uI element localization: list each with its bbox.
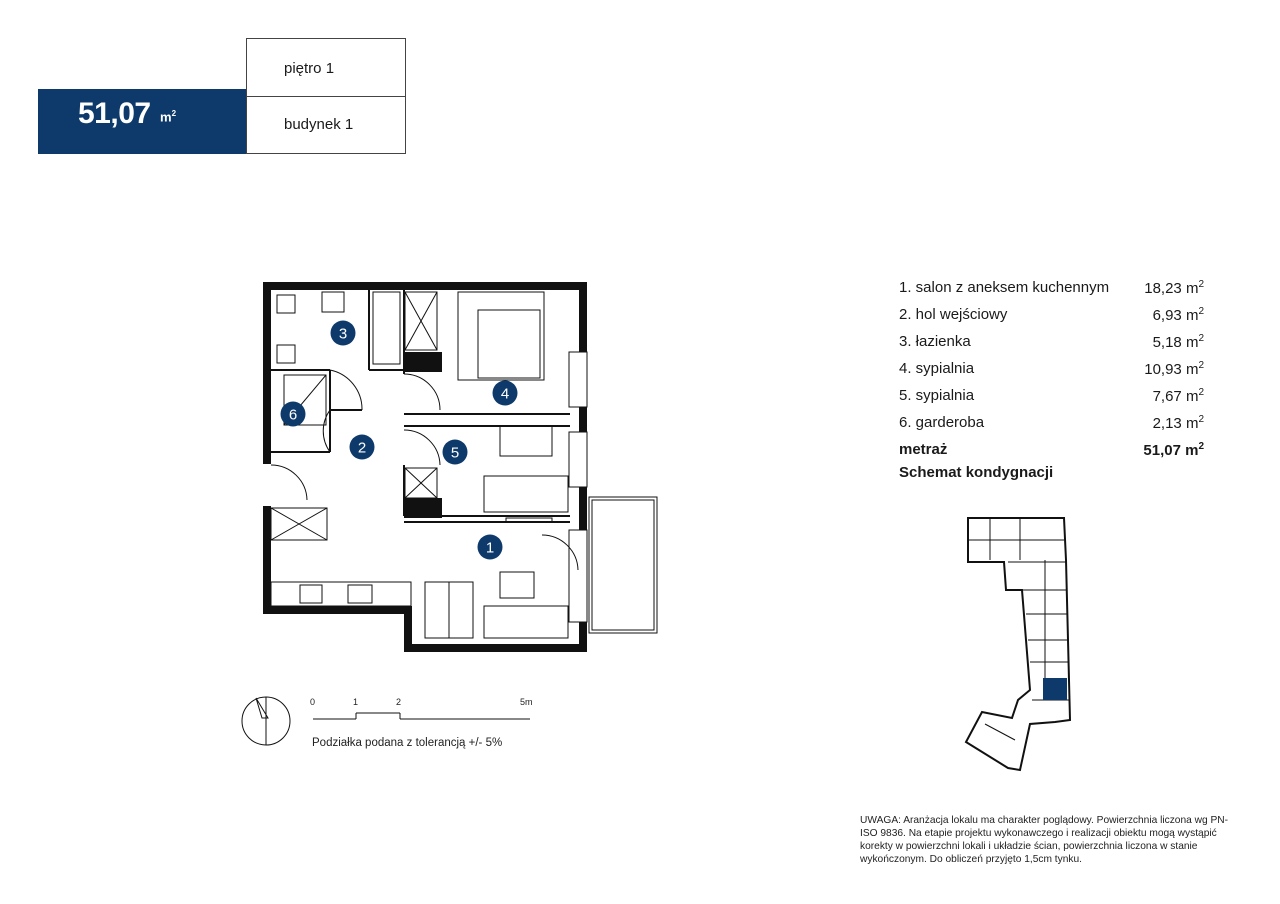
columns: [404, 352, 442, 518]
room-marker-1: 1: [477, 534, 503, 560]
svg-text:4: 4: [501, 386, 509, 403]
area-badge: 51,07 m2: [38, 89, 246, 154]
room-name: 2. hol wejściowy: [899, 306, 1008, 323]
svg-text:2: 2: [358, 440, 366, 457]
room-name: 1. salon z aneksem kuchennym: [899, 279, 1110, 296]
legend-total-row: metraż 51,07 m2: [899, 438, 1204, 465]
floor-label: piętro 1: [284, 60, 335, 77]
floor-box: piętro 1: [246, 38, 406, 97]
svg-text:1: 1: [486, 540, 494, 557]
disclaimer-note: UWAGA: Aranżacja lokalu ma charakter pog…: [860, 815, 1229, 865]
room-legend: 1. salon z aneksem kuchennym 18,23 m2 2. …: [899, 276, 1204, 481]
building-label: budynek 1: [284, 116, 354, 133]
svg-text:5: 5: [451, 445, 459, 462]
legend-row: 6. garderoba 2,13 m2: [899, 411, 1204, 438]
room-name: 3. łazienka: [899, 333, 971, 350]
area-value: 51,07: [78, 97, 151, 130]
apartment-highlight: [1043, 678, 1067, 700]
scale-bar: [313, 712, 530, 720]
legend-row: 1. salon z aneksem kuchennym 18,23 m2: [899, 276, 1204, 303]
room-area: 5,18 m2: [1152, 333, 1204, 351]
room-name: 4. sypialnia: [899, 360, 975, 377]
legend-row: 5. sypialnia 7,67 m2: [899, 384, 1204, 411]
area-unit: m2: [160, 109, 177, 125]
scale-note: Podziałka podana z tolerancją +/- 5%: [312, 737, 503, 749]
total-area: 51,07 m2: [1143, 441, 1204, 459]
room-area: 7,67 m2: [1152, 387, 1204, 405]
svg-text:6: 6: [289, 407, 297, 424]
room-marker-6: 6: [280, 401, 306, 427]
room-marker-3: 3: [330, 320, 356, 346]
scale-tick-5m: 5m: [520, 697, 533, 707]
room-marker-4: 4: [492, 380, 518, 406]
scale-tick-2: 2: [396, 697, 402, 707]
compass-icon: [241, 696, 291, 746]
scale-tick-0: 0: [310, 697, 316, 707]
room-area: 6,93 m2: [1152, 306, 1204, 324]
furniture: [270, 291, 658, 639]
room-marker-2: 2: [349, 434, 375, 460]
room-name: 5. sypialnia: [899, 387, 975, 404]
room-area: 18,23 m2: [1144, 279, 1204, 297]
legend-row: 4. sypialnia 10,93 m2: [899, 357, 1204, 384]
doors: [270, 369, 579, 571]
room-area: 10,93 m2: [1144, 360, 1204, 378]
total-label: metraż: [899, 441, 948, 458]
svg-text:3: 3: [339, 326, 347, 343]
room-area: 2,13 m2: [1152, 414, 1204, 432]
room-name: 6. garderoba: [899, 414, 985, 431]
room-marker-5: 5: [442, 439, 468, 465]
legend-row: 3. łazienka 5,18 m2: [899, 330, 1204, 357]
legend-row: 2. hol wejściowy 6,93 m2: [899, 303, 1204, 330]
scale-tick-1: 1: [353, 697, 359, 707]
schemat-label: Schemat kondygnacji: [899, 464, 1054, 481]
building-box: budynek 1: [246, 96, 406, 154]
